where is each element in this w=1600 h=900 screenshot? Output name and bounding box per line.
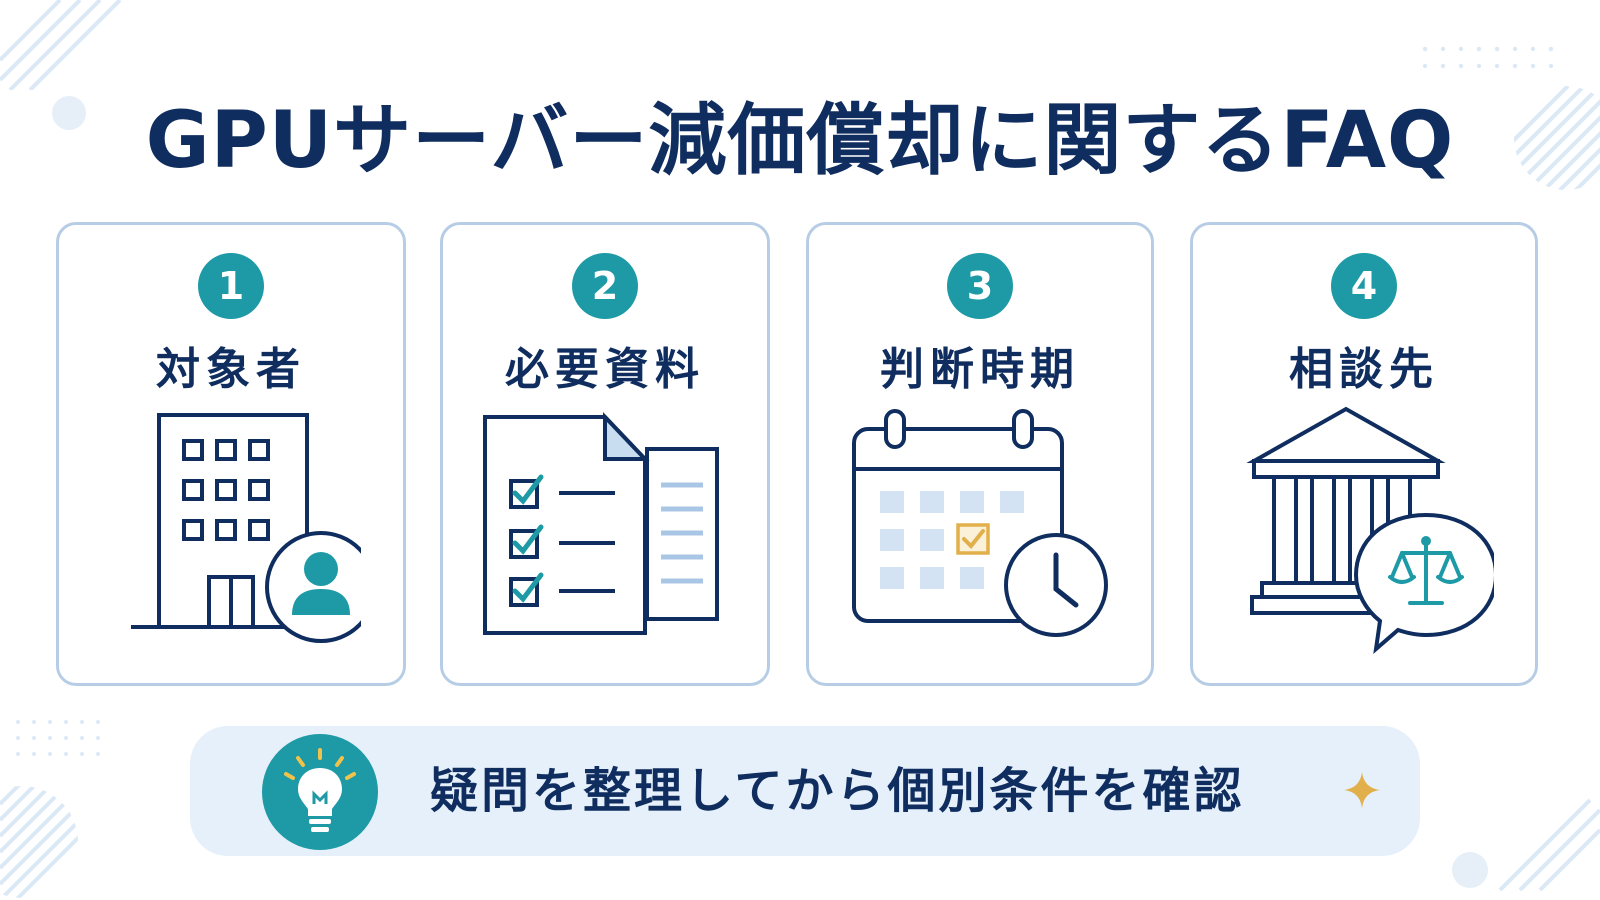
card-label: 判断時期 <box>880 344 1080 395</box>
card-label: 必要資料 <box>505 344 705 395</box>
lightbulb-badge <box>262 734 378 850</box>
sparkle-icon <box>1344 772 1380 808</box>
faq-card-timing: 3 判断時期 <box>806 222 1154 686</box>
faq-card-documents: 2 必要資料 <box>440 222 770 686</box>
striped-circle-top-right <box>1514 86 1600 190</box>
dot-grid-top-right <box>1422 46 1554 69</box>
stripe-decoration-top-left <box>0 0 122 90</box>
card-label: 相談先 <box>1289 344 1439 395</box>
stripe-decoration-bottom-right <box>1498 798 1600 892</box>
courthouse-scales-icon <box>1246 406 1494 655</box>
card-number-badge: 1 <box>198 253 264 319</box>
card-number-badge: 2 <box>572 253 638 319</box>
page-title: GPUサーバー減価償却に関するFAQ <box>145 96 1455 186</box>
faq-card-target: 1 対象者 <box>56 222 406 686</box>
dot-grid-bottom-left <box>16 720 100 756</box>
dot-decoration-left <box>52 96 86 130</box>
card-number-badge: 4 <box>1331 253 1397 319</box>
lightbulb-icon <box>284 748 356 832</box>
office-building-person-icon <box>131 413 361 643</box>
card-label: 対象者 <box>156 344 306 395</box>
card-number-badge: 3 <box>947 253 1013 319</box>
faq-card-consult: 4 相談先 <box>1190 222 1538 686</box>
calendar-clock-icon <box>852 409 1108 637</box>
dot-decoration-bottom-right <box>1452 852 1488 888</box>
banner-text: 疑問を整理してから個別条件を確認 <box>430 763 1245 819</box>
summary-banner: 疑問を整理してから個別条件を確認 <box>190 726 1420 856</box>
checklist-documents-icon <box>483 412 719 635</box>
striped-circle-bottom-left <box>0 786 78 898</box>
